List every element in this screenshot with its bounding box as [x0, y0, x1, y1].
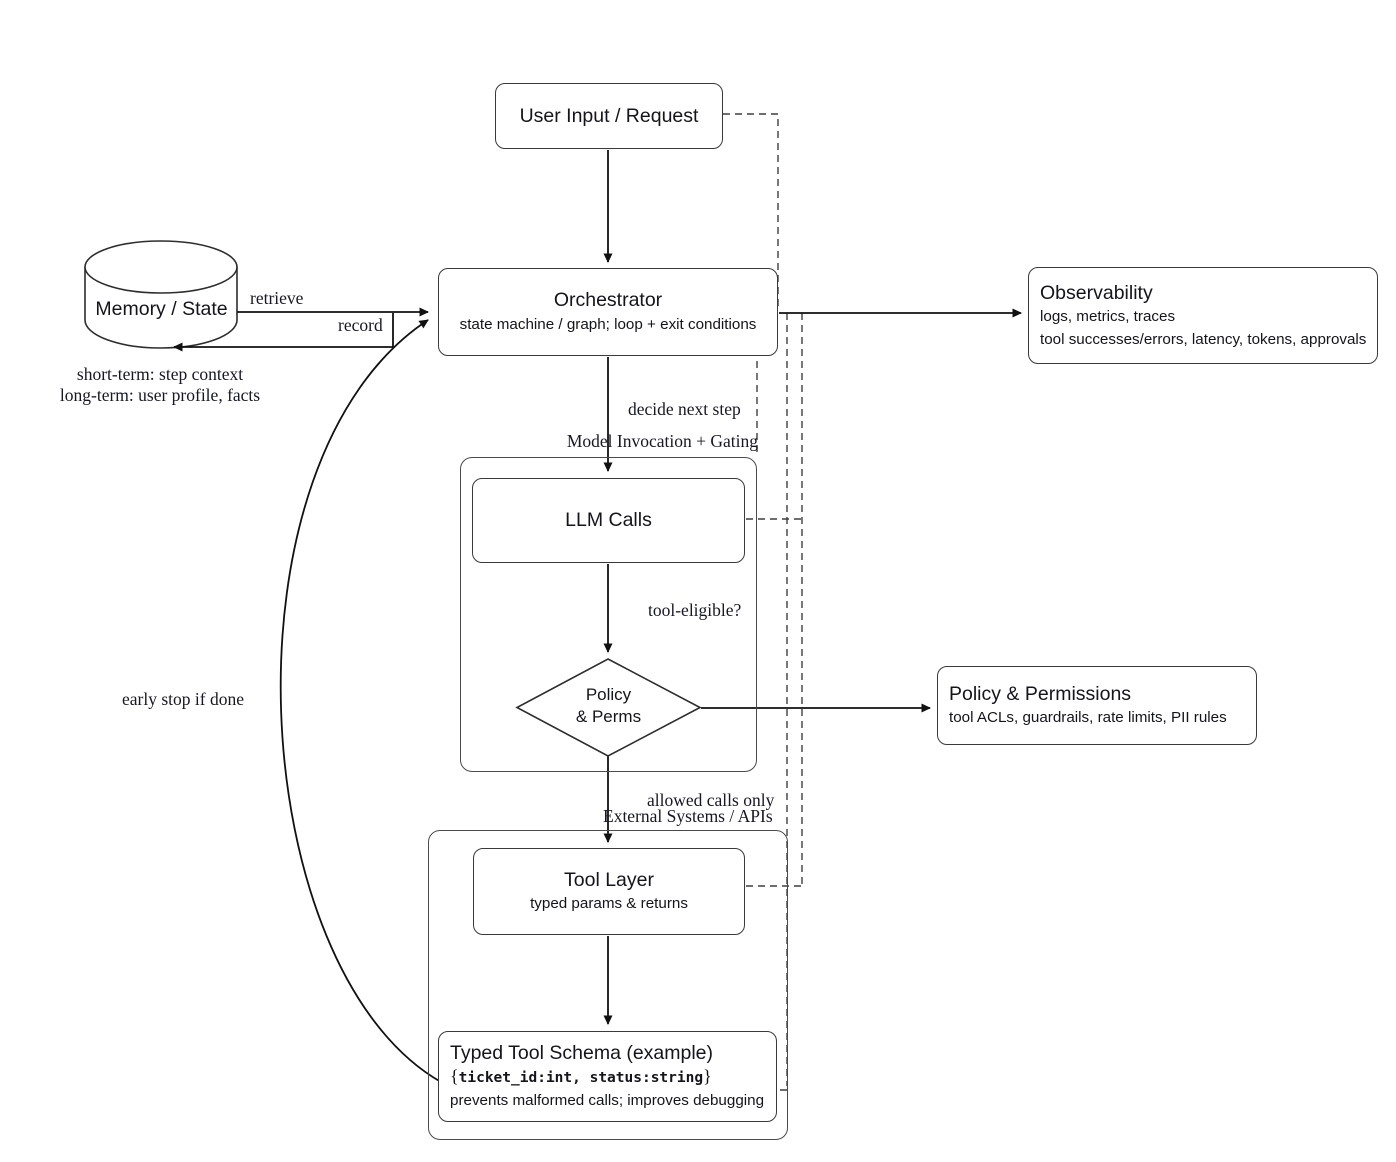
- policy-diamond-shape: [515, 658, 702, 757]
- policy-diamond-label: Policy & Perms: [536, 684, 681, 729]
- orchestrator-box: Orchestrator state machine / graph; loop…: [438, 268, 778, 356]
- typed-schema-note: prevents malformed calls; improves debug…: [450, 1092, 765, 1110]
- observability-title: Observability: [1040, 281, 1153, 304]
- observability-line2: tool successes/errors, latency, tokens, …: [1040, 330, 1367, 348]
- typed-schema-title: Typed Tool Schema (example): [450, 1042, 714, 1065]
- memory-label: Memory / State: [95, 298, 228, 320]
- dashed-vertical-inner: [779, 313, 788, 1091]
- llm-calls-box: LLM Calls: [472, 478, 745, 563]
- tool-layer-title: Tool Layer: [564, 868, 654, 891]
- orchestrator-subtitle: state machine / graph; loop + exit condi…: [459, 315, 757, 333]
- label-record: record: [338, 315, 383, 335]
- label-retrieve: retrieve: [250, 288, 304, 308]
- gating-container: [460, 457, 757, 772]
- dashed-user-input-tap: [723, 113, 779, 311]
- schema-open-brace: {: [450, 1066, 459, 1087]
- orchestrator-title: Orchestrator: [553, 289, 663, 312]
- label-early-stop: early stop if done: [122, 689, 244, 709]
- typed-schema-box: Typed Tool Schema (example) {ticket_id:i…: [438, 1031, 777, 1122]
- external-systems-container: [428, 830, 788, 1140]
- observability-box: Observability logs, metrics, traces tool…: [1028, 267, 1378, 364]
- schema-close-brace: }: [703, 1066, 712, 1087]
- memory-caption: short-term: step context long-term: user…: [40, 364, 280, 406]
- policy-permissions-line1: tool ACLs, guardrails, rate limits, PII …: [949, 709, 1227, 727]
- edge-early-stop: [279, 319, 442, 1083]
- user-input-box: User Input / Request: [495, 83, 723, 149]
- label-gating-container: Model Invocation + Gating: [566, 431, 758, 451]
- memory-caption-line2: long-term: user profile, facts: [59, 385, 261, 405]
- label-decide-next-step: decide next step: [628, 399, 741, 419]
- policy-permissions-title: Policy & Permissions: [949, 682, 1132, 705]
- label-external-container: External Systems / APIs: [603, 806, 773, 826]
- memory-cylinder-shape: [84, 240, 238, 349]
- label-tool-eligible: tool-eligible?: [648, 600, 742, 620]
- typed-schema-code: {ticket_id:int, status:string}: [450, 1066, 712, 1090]
- policy-permissions-box: Policy & Permissions tool ACLs, guardrai…: [937, 666, 1257, 745]
- label-allowed-calls-only: allowed calls only: [647, 790, 775, 810]
- memory-caption-line1: short-term: step context: [76, 364, 244, 384]
- tool-layer-box: Tool Layer typed params & returns: [473, 848, 745, 935]
- tool-layer-subtitle: typed params & returns: [530, 895, 688, 913]
- policy-diamond-line1: Policy: [585, 685, 632, 704]
- llm-calls-label: LLM Calls: [565, 509, 652, 532]
- observability-line1: logs, metrics, traces: [1040, 307, 1176, 325]
- user-input-label: User Input / Request: [519, 104, 699, 127]
- schema-body: ticket_id:int, status:string: [458, 1070, 704, 1087]
- policy-diamond-line2: & Perms: [575, 707, 642, 727]
